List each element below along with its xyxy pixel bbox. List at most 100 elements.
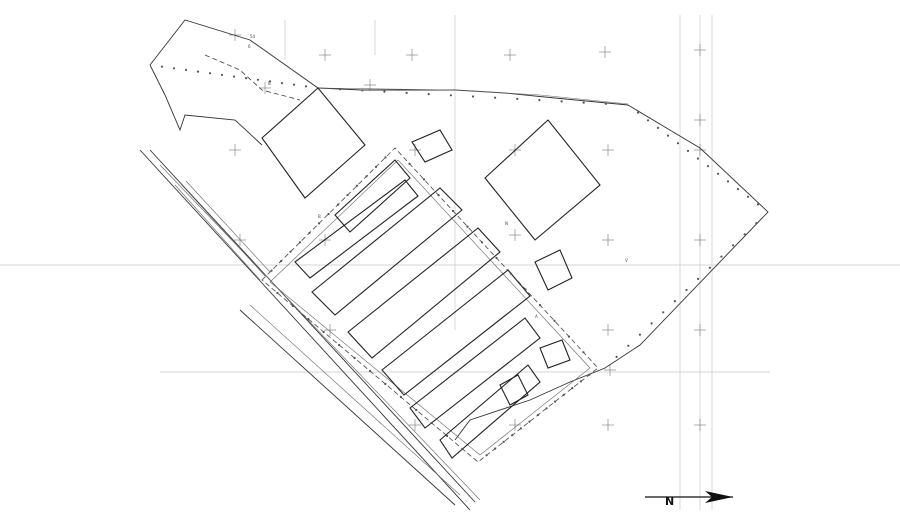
plot-label-2: 6	[248, 44, 251, 49]
railway-road-corridor	[139, 149, 481, 511]
survey-point	[220, 73, 224, 76]
survey-point	[327, 212, 330, 216]
survey-point	[279, 260, 283, 263]
building-small-3	[539, 339, 571, 369]
survey-cross-icon	[409, 419, 421, 431]
survey-point	[720, 255, 723, 258]
survey-point	[427, 93, 430, 96]
survey-point	[289, 250, 292, 253]
survey-point	[545, 407, 548, 410]
survey-point	[383, 90, 386, 93]
survey-point	[485, 454, 488, 457]
survey-point	[756, 203, 760, 206]
survey-cross-icon	[602, 419, 614, 431]
survey-point	[697, 277, 700, 280]
survey-point	[355, 184, 359, 187]
building-strip-7	[439, 364, 541, 459]
survey-cross-icon	[504, 49, 516, 61]
buildings	[261, 87, 601, 459]
survey-point	[494, 96, 497, 99]
survey-point	[280, 82, 284, 85]
survey-cross-icon	[694, 144, 706, 156]
survey-ticks	[160, 65, 760, 457]
building-small-4	[499, 374, 529, 406]
survey-point	[471, 95, 475, 98]
survey-point	[538, 304, 542, 307]
survey-point	[461, 447, 464, 451]
survey-point	[346, 194, 349, 197]
survey-point	[292, 83, 296, 86]
survey-point	[408, 162, 411, 165]
survey-point	[553, 319, 556, 322]
survey-point	[562, 393, 565, 396]
building-label-2: B	[318, 214, 321, 219]
survey-point	[361, 89, 364, 92]
survey-cross-icon	[602, 144, 614, 156]
survey-point	[399, 395, 402, 399]
survey-point	[582, 351, 585, 354]
survey-point	[268, 80, 272, 83]
survey-cross-icon	[604, 364, 616, 376]
survey-cross-icon	[602, 234, 614, 246]
survey-point	[451, 209, 455, 212]
survey-point	[666, 134, 670, 137]
survey-point	[244, 77, 248, 80]
survey-point	[650, 322, 653, 325]
survey-point	[437, 194, 440, 197]
survey-point	[208, 72, 212, 75]
survey-point	[511, 434, 514, 437]
plot-labels: 54 6 B	[248, 34, 271, 86]
survey-point	[673, 300, 677, 303]
survey-point	[466, 225, 469, 228]
survey-point	[696, 157, 700, 160]
survey-point	[636, 111, 640, 114]
survey-point	[336, 203, 340, 206]
survey-point	[519, 427, 523, 430]
building-strip-4	[347, 227, 501, 359]
site-boundary-inner	[261, 147, 599, 463]
survey-point	[480, 241, 484, 244]
survey-point	[502, 440, 505, 443]
survey-point	[160, 65, 164, 68]
survey-point	[322, 330, 325, 334]
survey-point	[307, 317, 310, 321]
survey-point	[374, 165, 378, 168]
building-strip-2	[294, 179, 419, 279]
property-boundary	[149, 19, 769, 441]
survey-point	[706, 165, 710, 168]
survey-point	[646, 119, 650, 122]
survey-cross-icon	[694, 114, 706, 126]
survey-cross-icon	[694, 419, 706, 431]
building-small-1	[411, 129, 453, 163]
building-strip-5	[381, 269, 531, 396]
survey-point	[708, 266, 711, 269]
survey-point	[524, 288, 527, 291]
survey-point	[743, 233, 746, 236]
survey-point	[430, 421, 433, 425]
survey-point	[304, 85, 308, 88]
survey-point	[638, 333, 642, 336]
survey-cross-icon	[229, 144, 241, 156]
survey-cross-icon	[406, 49, 418, 61]
survey-point	[579, 380, 583, 383]
survey-point	[567, 335, 571, 338]
survey-point	[196, 70, 200, 73]
north-label: N	[665, 495, 674, 508]
survey-point	[353, 356, 356, 360]
survey-cross-icon	[694, 324, 706, 336]
survey-point	[494, 447, 497, 450]
survey-point	[588, 373, 591, 376]
building-label-3: A	[535, 314, 538, 319]
survey-cross-icon	[694, 234, 706, 246]
survey-point	[172, 67, 176, 70]
building-label-1: N	[505, 221, 508, 226]
survey-point	[446, 434, 449, 438]
survey-point	[339, 88, 342, 91]
survey-point	[422, 178, 426, 181]
survey-point	[627, 344, 630, 347]
survey-point	[308, 231, 311, 234]
survey-cross-icon	[324, 324, 336, 336]
building-strip-3	[311, 187, 463, 316]
survey-cross-icon	[602, 324, 614, 336]
